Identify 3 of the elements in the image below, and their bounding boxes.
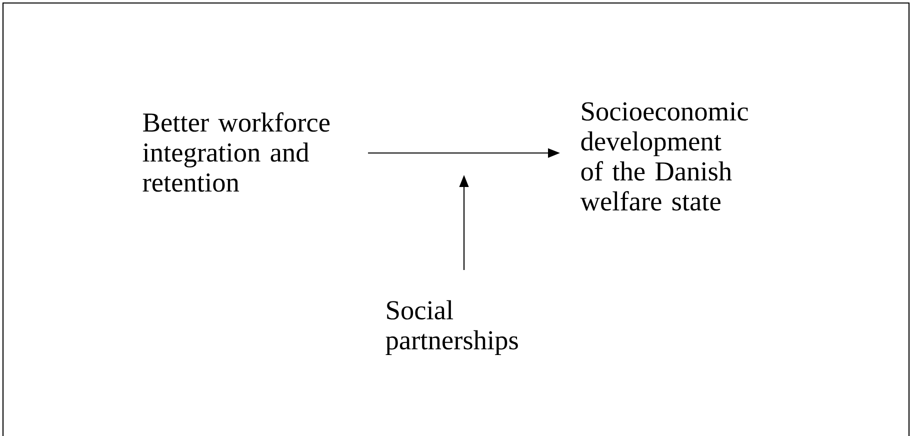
node-text: Socioeconomic development of the Danish welfare state <box>580 102 748 211</box>
node-text: Better workforce integration and retention <box>142 112 330 192</box>
node-text: Social partnerships <box>386 300 518 356</box>
